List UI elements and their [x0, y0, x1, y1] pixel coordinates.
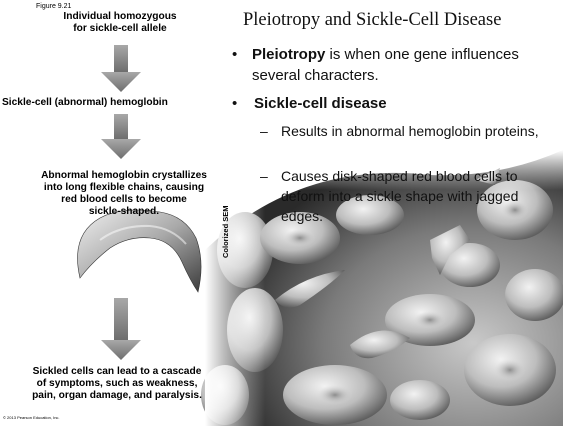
flow-step-hemoglobin: Sickle-cell (abnormal) hemoglobin: [2, 97, 240, 109]
sub-bullet-text: Results in abnormal hemoglobin proteins,: [281, 121, 561, 141]
sickle-cell-image: [78, 210, 202, 292]
flow-step-crystallize: Abnormal hemoglobin crystallizes into lo…: [30, 170, 218, 218]
flow-step-symptoms: Sickled cells can lead to a cascade of s…: [2, 366, 232, 402]
term-pleiotropy: Pleiotropy: [252, 46, 325, 63]
bullet-marker: •: [232, 44, 237, 65]
down-arrow-icon: [101, 114, 141, 159]
down-arrow-icon: [101, 45, 141, 92]
down-arrow-icon: [101, 298, 141, 360]
sub-bullet-text: Causes disk-shaped red blood cells to de…: [281, 166, 561, 226]
figure-label: Figure 9.21: [36, 3, 71, 10]
copyright-notice: © 2013 Pearson Education, Inc.: [3, 415, 60, 420]
bullet-text: Sickle-cell disease: [254, 93, 387, 114]
bullet-marker: •: [232, 93, 237, 114]
flow-step-homozygous: Individual homozygous for sickle-cell al…: [40, 11, 200, 35]
micrograph-label: Colorized SEM: [221, 205, 230, 258]
bullet-text: Pleiotropy is when one gene influences s…: [252, 44, 562, 86]
sub-bullet-marker: –: [260, 121, 268, 141]
sub-bullet-marker: –: [260, 166, 268, 186]
slide-title: Pleiotropy and Sickle-Cell Disease: [243, 10, 501, 31]
